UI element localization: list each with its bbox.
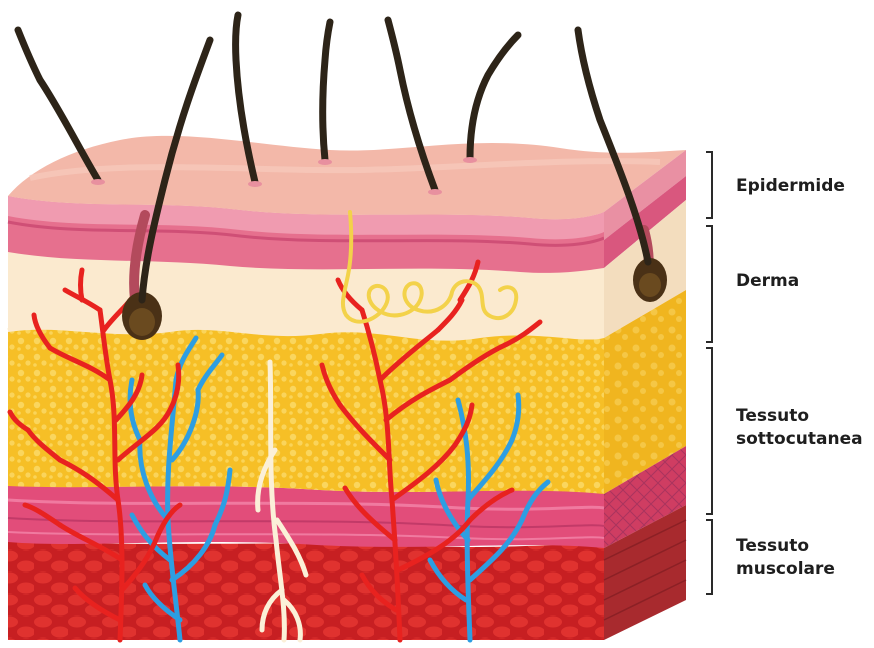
bracket-muscle bbox=[706, 520, 712, 594]
bracket-epidermis bbox=[706, 152, 712, 218]
label-epidermis: Epidermide bbox=[736, 175, 845, 198]
bracket-subcutaneous bbox=[706, 348, 712, 514]
bracket-dermis bbox=[706, 226, 712, 342]
side-face bbox=[604, 150, 686, 640]
label-subcutaneous-line2: sottocutanea bbox=[736, 428, 863, 451]
label-dermis: Derma bbox=[736, 270, 799, 293]
label-subcutaneous-line1: Tessuto bbox=[736, 405, 809, 428]
layer-brackets bbox=[706, 152, 712, 594]
subcutaneous-layer bbox=[8, 328, 604, 494]
label-muscle-line2: muscolare bbox=[736, 558, 835, 581]
label-muscle-line1: Tessuto bbox=[736, 535, 809, 558]
muscle-layer bbox=[8, 485, 604, 640]
